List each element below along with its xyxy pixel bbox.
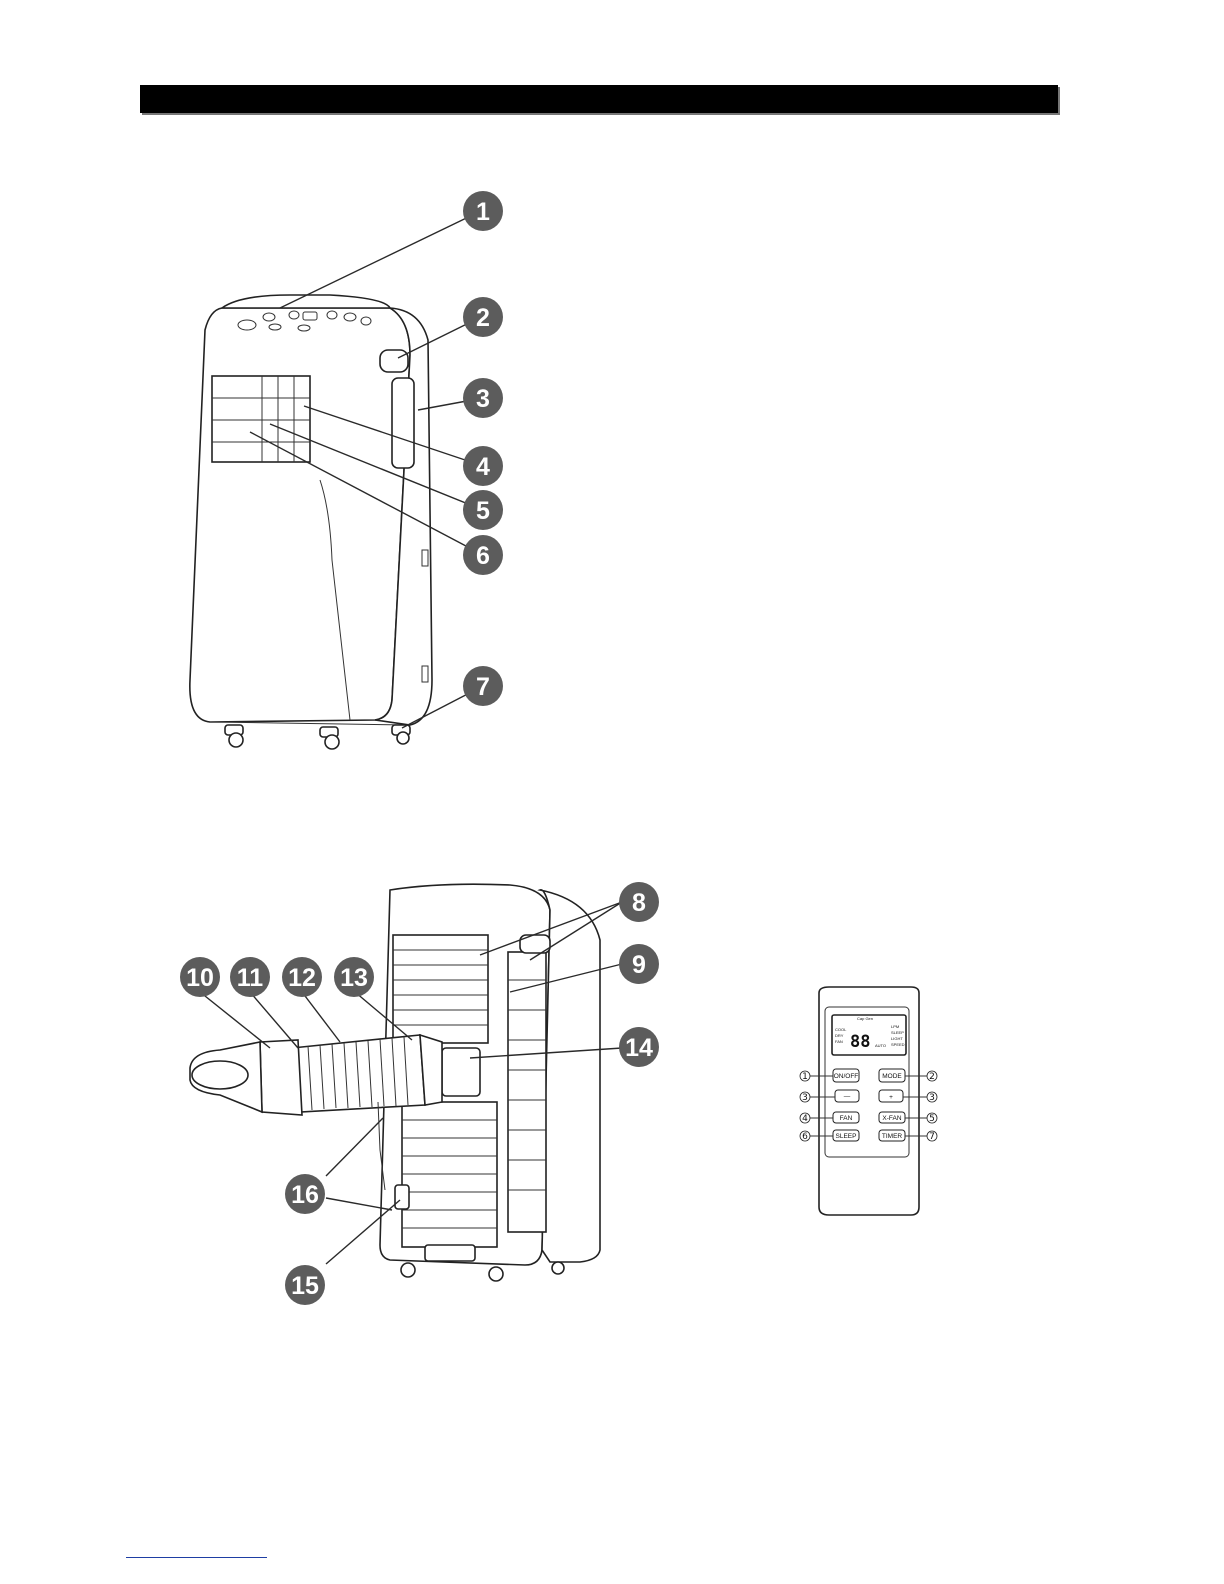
- svg-text:11: 11: [237, 964, 264, 992]
- svg-text:5: 5: [929, 1114, 935, 1124]
- minus-button[interactable]: —: [835, 1090, 859, 1102]
- svg-text:6: 6: [802, 1132, 808, 1142]
- svg-text:10: 10: [186, 964, 214, 992]
- svg-text:88: 88: [850, 1032, 870, 1052]
- footer-link-underline: [126, 1557, 267, 1558]
- timer-button[interactable]: TIMER: [879, 1130, 905, 1141]
- callout-11: 11: [230, 957, 270, 997]
- svg-text:AUTO: AUTO: [875, 1043, 886, 1048]
- sleep-button[interactable]: SLEEP: [833, 1130, 859, 1141]
- callout-10: 10: [180, 957, 220, 997]
- svg-text:2: 2: [929, 1072, 935, 1082]
- svg-text:6: 6: [476, 542, 490, 570]
- svg-text:15: 15: [291, 1272, 319, 1300]
- svg-text:SPEED: SPEED: [891, 1042, 905, 1047]
- callout-5: 5: [463, 490, 503, 530]
- front-callouts: 1 2 3 4 5 6 7: [460, 188, 510, 718]
- svg-text:3: 3: [929, 1093, 935, 1103]
- svg-text:1: 1: [476, 198, 490, 226]
- remote-lcd: Cap Gen COOL DRY FAN 88 AUTO LPM SLEEP L…: [832, 1015, 906, 1055]
- callout-8: 8: [619, 882, 659, 922]
- svg-text:TIMER: TIMER: [882, 1133, 903, 1140]
- svg-text:FAN: FAN: [835, 1039, 843, 1044]
- svg-text:DRY: DRY: [835, 1033, 844, 1038]
- svg-text:COOL: COOL: [835, 1027, 847, 1032]
- x-fan-button[interactable]: X-FAN: [879, 1112, 905, 1123]
- svg-text:3: 3: [476, 385, 490, 413]
- svg-text:5: 5: [476, 497, 490, 525]
- svg-text:MODE: MODE: [882, 1073, 902, 1080]
- svg-text:Cap Gen: Cap Gen: [857, 1016, 873, 1021]
- svg-text:ON/OFF: ON/OFF: [834, 1073, 859, 1080]
- svg-text:—: —: [844, 1093, 851, 1100]
- svg-text:4: 4: [802, 1114, 808, 1124]
- callout-6: 6: [463, 535, 503, 575]
- callout-9: 9: [619, 944, 659, 984]
- svg-text:7: 7: [929, 1132, 935, 1142]
- callout-3: 3: [463, 378, 503, 418]
- callout-15: 15: [285, 1265, 325, 1305]
- svg-text:14: 14: [625, 1034, 653, 1062]
- callout-1: 1: [463, 191, 503, 231]
- callout-13: 13: [334, 957, 374, 997]
- fan-button[interactable]: FAN: [833, 1112, 859, 1123]
- callout-14: 14: [619, 1027, 659, 1067]
- svg-text:16: 16: [291, 1181, 319, 1209]
- plus-button[interactable]: +: [879, 1090, 903, 1102]
- svg-text:SLEEP: SLEEP: [891, 1030, 904, 1035]
- svg-text:13: 13: [340, 964, 368, 992]
- callout-2: 2: [463, 297, 503, 337]
- svg-text:8: 8: [632, 889, 646, 917]
- svg-text:+: +: [889, 1094, 893, 1101]
- remote-control-illustration: Cap Gen COOL DRY FAN 88 AUTO LPM SLEEP L…: [795, 985, 945, 1220]
- rear-callouts: 8 9 10 11 12 13 14 16 15: [170, 880, 670, 1310]
- section-header-bar: [140, 85, 1058, 113]
- svg-text:FAN: FAN: [840, 1115, 853, 1122]
- svg-text:LIGHT: LIGHT: [891, 1036, 903, 1041]
- svg-text:1: 1: [802, 1072, 808, 1082]
- svg-text:12: 12: [288, 964, 316, 992]
- svg-text:SLEEP: SLEEP: [836, 1133, 857, 1140]
- svg-text:X-FAN: X-FAN: [882, 1115, 901, 1122]
- svg-text:3: 3: [802, 1093, 808, 1103]
- svg-text:9: 9: [632, 951, 646, 979]
- callout-16: 16: [285, 1174, 325, 1214]
- callout-12: 12: [282, 957, 322, 997]
- svg-text:2: 2: [476, 304, 490, 332]
- svg-text:4: 4: [476, 453, 490, 481]
- svg-text:7: 7: [476, 673, 490, 701]
- callout-7: 7: [463, 666, 503, 706]
- callout-4: 4: [463, 446, 503, 486]
- on-off-button[interactable]: ON/OFF: [833, 1069, 859, 1082]
- mode-button[interactable]: MODE: [879, 1069, 905, 1082]
- svg-text:LPM: LPM: [891, 1024, 899, 1029]
